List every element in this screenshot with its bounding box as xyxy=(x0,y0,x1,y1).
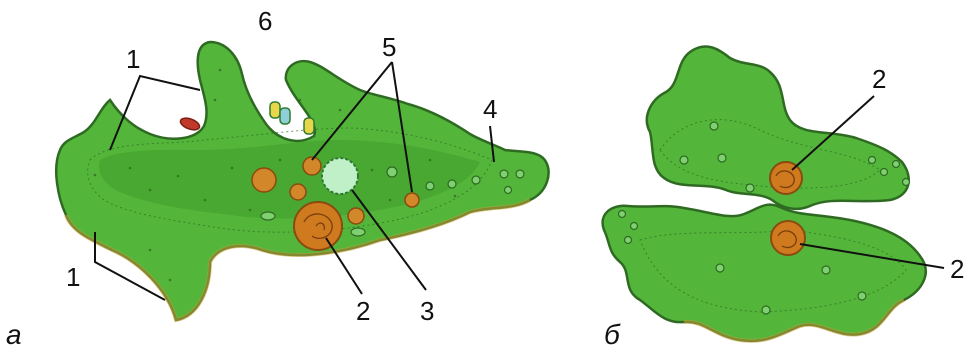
amoeba-a-nucleus xyxy=(294,202,342,250)
vacuole xyxy=(516,170,524,178)
granule xyxy=(389,199,392,202)
bacterium xyxy=(270,102,280,118)
amoeba-a xyxy=(56,42,548,320)
vacuole xyxy=(619,211,626,218)
callout-b-2-lower: 2 xyxy=(950,254,964,284)
granule xyxy=(169,279,172,282)
granule xyxy=(249,209,252,212)
callout-a-6: 6 xyxy=(258,6,272,36)
nucleus xyxy=(770,162,802,194)
granule xyxy=(231,167,234,170)
vacuole xyxy=(505,187,512,194)
vacuole xyxy=(631,223,638,230)
granule xyxy=(429,159,432,162)
vacuole xyxy=(448,180,456,188)
vacuole xyxy=(893,161,900,168)
food-vacuole xyxy=(252,168,276,192)
contractile-vacuole xyxy=(322,158,358,194)
food-vacuole xyxy=(405,193,419,207)
granule xyxy=(299,99,302,102)
granule xyxy=(214,99,217,102)
food-vacuole xyxy=(348,208,364,224)
vacuole xyxy=(261,212,275,220)
callout-a-1-lower: 1 xyxy=(66,262,80,292)
vacuole xyxy=(869,157,876,164)
granule xyxy=(454,195,457,198)
vacuole xyxy=(680,156,688,164)
vacuole xyxy=(822,266,830,274)
granule xyxy=(204,199,207,202)
panel-label-a: а xyxy=(6,319,22,350)
vacuole xyxy=(351,228,365,236)
granule xyxy=(339,109,342,112)
amoeba-b-lower-body xyxy=(603,205,926,341)
vacuole xyxy=(625,237,632,244)
nucleus xyxy=(294,202,342,250)
granule xyxy=(219,69,222,72)
vacuole xyxy=(762,306,770,314)
vacuole xyxy=(716,264,724,272)
vacuole xyxy=(426,182,434,190)
vacuole xyxy=(718,154,726,162)
granule xyxy=(94,174,97,177)
vacuole xyxy=(746,184,754,192)
bacterium xyxy=(304,118,314,134)
granule xyxy=(279,159,282,162)
vacuole xyxy=(881,169,888,176)
granule xyxy=(149,189,152,192)
callout-a-4: 4 xyxy=(483,94,497,124)
vacuole xyxy=(472,176,480,184)
amoeba-b-nucleus-upper xyxy=(770,162,802,194)
nucleus xyxy=(771,221,805,255)
vacuole xyxy=(500,170,508,178)
vacuole xyxy=(903,179,910,186)
amoeba-b-nucleus-lower xyxy=(771,221,805,255)
callout-a-3: 3 xyxy=(420,296,434,326)
callout-a-5: 5 xyxy=(382,32,396,62)
granule xyxy=(149,249,152,252)
granule xyxy=(371,169,374,172)
food-vacuole xyxy=(290,184,306,200)
callout-b-2-upper: 2 xyxy=(872,64,886,94)
granule xyxy=(177,175,180,178)
bacterium xyxy=(280,108,290,124)
granule xyxy=(129,167,132,170)
vacuole xyxy=(387,167,397,177)
vacuole xyxy=(710,122,718,130)
callout-a-2: 2 xyxy=(356,296,370,326)
food-particle xyxy=(179,116,201,132)
vacuole xyxy=(858,292,866,300)
callout-a-1-upper: 1 xyxy=(126,44,140,74)
panel-label-b: б xyxy=(604,319,621,350)
